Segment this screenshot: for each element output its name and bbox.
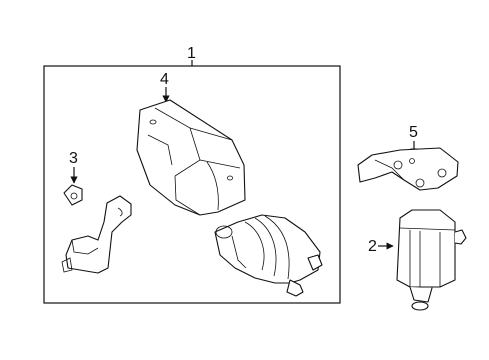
callout-2: 2 <box>368 238 377 255</box>
vertical-component-part <box>396 209 467 311</box>
callout-1: 1 <box>187 45 196 62</box>
small-nut-part <box>63 184 83 206</box>
callout-3: 3 <box>69 150 78 167</box>
callout-5: 5 <box>409 124 418 141</box>
mount-arm <box>61 195 132 274</box>
assembly-frame <box>43 65 341 304</box>
housing-part <box>136 99 246 216</box>
pump-assembly <box>214 214 323 297</box>
callout-4: 4 <box>160 71 169 88</box>
bracket-part <box>357 147 459 191</box>
